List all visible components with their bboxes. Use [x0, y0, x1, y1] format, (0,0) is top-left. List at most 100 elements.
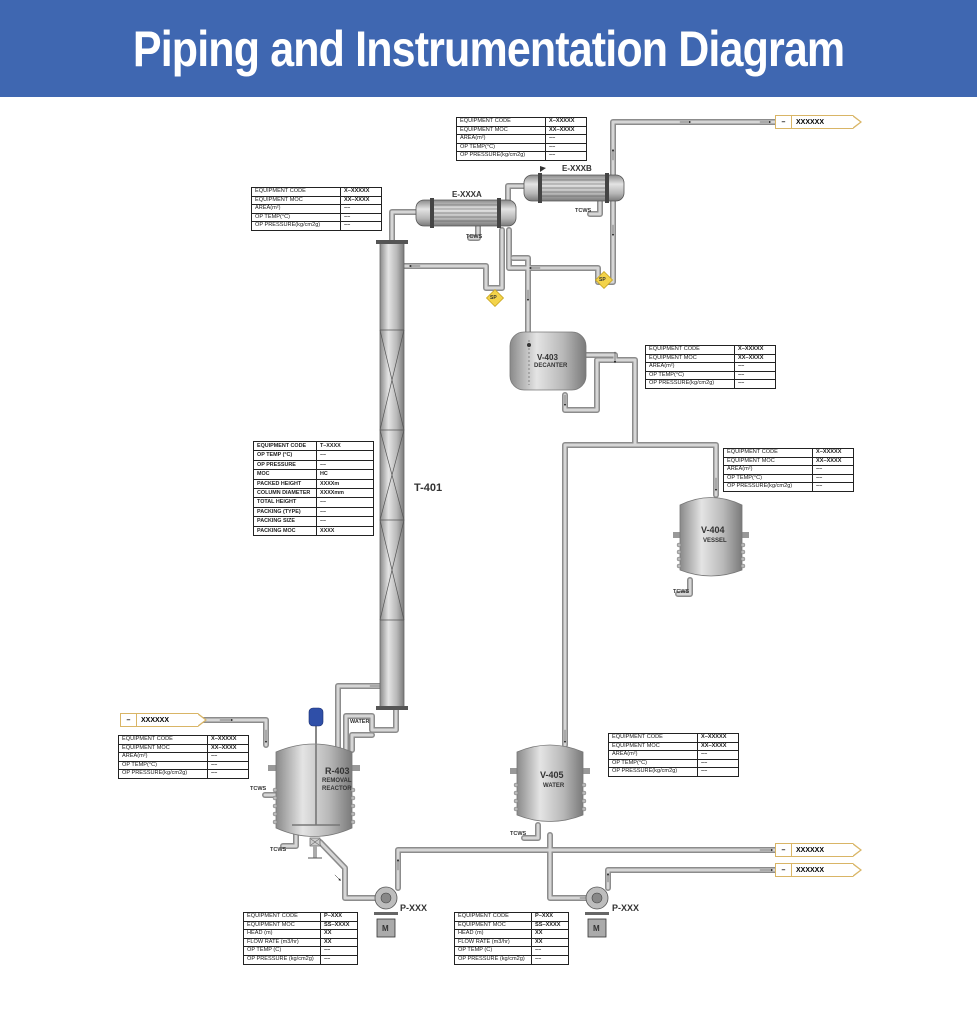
spec-value: XXXXmm	[316, 488, 374, 499]
spec-row: AREA(m²)––	[456, 134, 587, 144]
spec-value: ––	[207, 769, 249, 779]
reactor-desc-1: REMOVAL	[322, 778, 352, 784]
connector-dash: –	[775, 863, 791, 877]
spec-key: OP TEMP(°C)	[723, 473, 813, 484]
spec-key: EQUIPMENT CODE	[454, 912, 532, 922]
connector-label: XXXXXX	[791, 115, 853, 129]
spec-row: OP PRESSURE(kg/cm2g)––	[118, 769, 249, 779]
spec-value: ––	[812, 465, 854, 475]
pump-1-tag: P-XXX	[400, 903, 428, 913]
spec-value: XX	[531, 937, 569, 948]
spec-key: EQUIPMENT CODE	[243, 912, 321, 922]
spec-value: P–XXX	[320, 912, 358, 922]
spec-key: AREA(m²)	[645, 362, 735, 372]
connector-label: XXXXXX	[791, 843, 853, 857]
spec-key: HEAD (m)	[454, 929, 532, 939]
pump-2-tag: P-XXX	[612, 903, 640, 913]
spec-value: ––	[812, 482, 854, 492]
spec-value: ––	[734, 379, 776, 389]
connector-dash: –	[775, 843, 791, 857]
spec-value: ––	[545, 142, 587, 153]
spec-value: ––	[812, 473, 854, 484]
spec-value: ––	[340, 204, 382, 214]
spec-key: OP PRESSURE(kg/cm2g)	[608, 767, 698, 777]
spec-key: EQUIPMENT CODE	[253, 440, 317, 452]
spec-key: OP PRESSURE(kg/cm2g)	[645, 379, 735, 389]
spec-value: X–XXXXX	[207, 735, 249, 745]
vessel-desc: VESSEL	[703, 538, 727, 544]
spec-value: ––	[697, 758, 739, 769]
water-tank-v405	[510, 744, 590, 822]
pump-2	[585, 886, 609, 938]
spec-row: AREA(m²)––	[723, 465, 854, 475]
spec-key: AREA(m²)	[118, 752, 208, 762]
tcws-label-reactor: TCWS	[250, 786, 267, 792]
spec-row: OP TEMP (°C)––	[253, 450, 374, 461]
spec-row: AREA(m²)––	[251, 204, 382, 214]
spec-row: OP TEMP(°C)––	[456, 142, 587, 153]
connector-bottom-outlet-1[interactable]: – XXXXXX	[775, 843, 862, 857]
spec-key: OP PRESSURE(kg/cm2g)	[456, 151, 546, 161]
spec-row: OP PRESSURE (kg/cm2g)––	[243, 954, 358, 965]
spec-key: FLOW RATE (m3/hr)	[243, 937, 321, 948]
spec-row: AREA(m²)––	[645, 362, 776, 372]
spec-row: HEAD (m)XX	[454, 929, 569, 939]
spec-key: OP PRESSURE(kg/cm2g)	[118, 769, 208, 779]
spec-value: X–XXXXX	[697, 733, 739, 743]
connector-reactor-inlet[interactable]: – XXXXXX	[120, 713, 207, 727]
decanter-desc: DECANTER	[534, 363, 568, 369]
connector-top-right-outlet[interactable]: – XXXXXX	[775, 115, 862, 129]
spec-key: OP TEMP(°C)	[118, 760, 208, 771]
spec-value: X–XXXXX	[545, 117, 587, 127]
spec-row: OP PRESSURE––	[253, 459, 374, 471]
spec-value: XX	[320, 929, 358, 939]
spec-value: ––	[697, 750, 739, 760]
connector-arrow-icon	[852, 863, 862, 877]
spec-key: OP TEMP(°C)	[645, 370, 735, 381]
spec-row: OP PRESSURE(kg/cm2g)––	[456, 151, 587, 161]
column-t401	[376, 240, 408, 710]
spec-key: AREA(m²)	[723, 465, 813, 475]
spec-row: HEAD (m)XX	[243, 929, 358, 939]
spec-value: ––	[531, 946, 569, 956]
spec-value: ––	[734, 370, 776, 381]
spec-key: PACKED HEIGHT	[253, 478, 317, 490]
sp-label-1: SP	[490, 295, 497, 301]
sample-point-2	[594, 270, 614, 290]
spec-key: EQUIPMENT MOC	[118, 743, 208, 754]
spec-row: OP TEMP(°C)––	[723, 473, 854, 484]
spec-row: OP TEMP(°C)––	[608, 758, 739, 769]
connector-dash: –	[120, 713, 136, 727]
tcws-label-exchanger-a: TCWS	[466, 234, 483, 240]
spec-key: EQUIPMENT CODE	[456, 117, 546, 127]
connector-arrow-icon	[852, 843, 862, 857]
spec-row: OP TEMP(°C)––	[645, 370, 776, 381]
spec-key: MOC	[253, 469, 317, 480]
exchanger-a	[415, 198, 517, 228]
sp-label-2: SP	[599, 277, 606, 283]
spec-key: PACKING SIZE	[253, 516, 317, 527]
spec-key: EQUIPMENT MOC	[723, 456, 813, 467]
connector-bottom-outlet-2[interactable]: – XXXXXX	[775, 863, 862, 877]
spec-value: XX–XXXX	[812, 456, 854, 467]
spec-key: EQUIPMENT CODE	[608, 733, 698, 743]
sample-point-1	[485, 288, 505, 308]
spec-value: ––	[316, 459, 374, 471]
spec-value: ––	[545, 151, 587, 161]
water-label: WATER	[350, 719, 370, 725]
spec-value: XXXX	[316, 525, 374, 537]
spec-row: AREA(m²)––	[118, 752, 249, 762]
spec-value: XX–XXXX	[340, 195, 382, 206]
page-title: Piping and Instrumentation Diagram	[132, 20, 845, 77]
spec-row: OP TEMP (C)––	[454, 946, 569, 956]
pump-1	[374, 886, 398, 938]
spec-row: FLOW RATE (m3/hr)XX	[454, 937, 569, 948]
spec-row: PACKING SIZE––	[253, 516, 374, 527]
